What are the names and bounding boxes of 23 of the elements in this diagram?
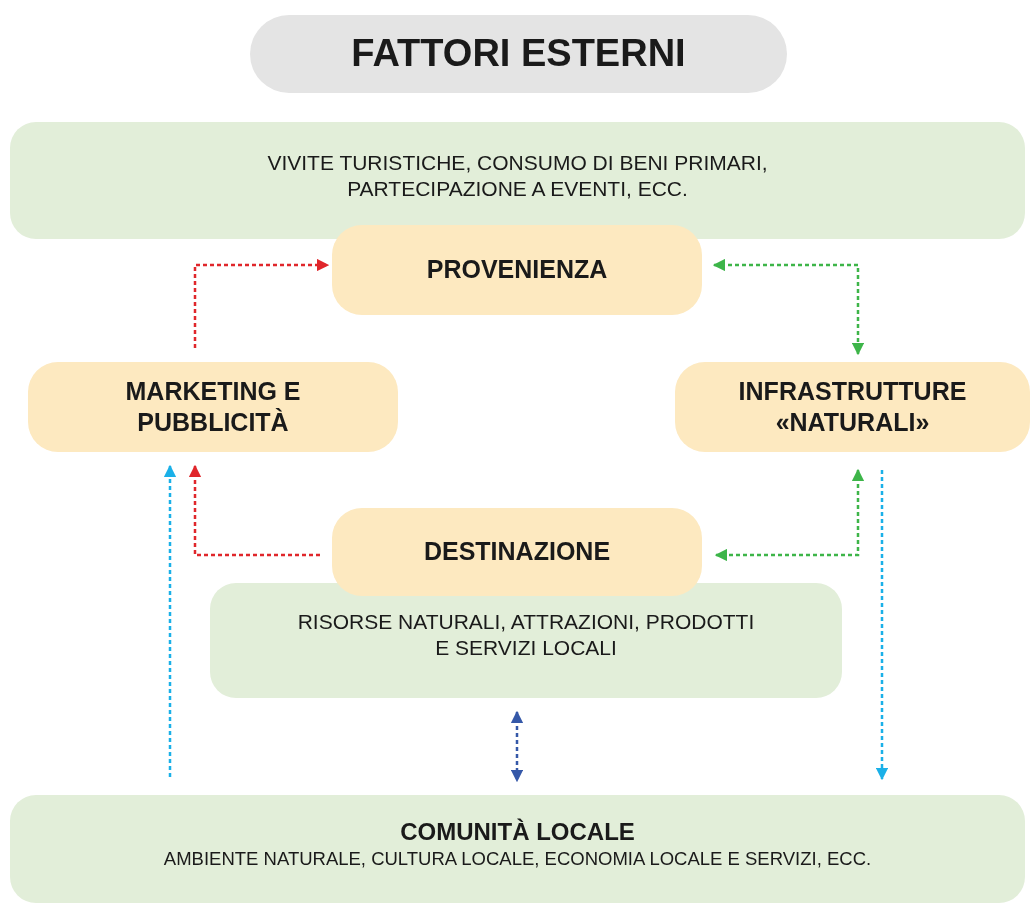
arrow [714, 468, 865, 562]
node-text: MARKETING E PUBBLICITÀ [124, 375, 302, 438]
arrow [163, 464, 177, 777]
info-panel [10, 795, 1025, 903]
arrow [712, 258, 865, 356]
concept-box [332, 508, 702, 596]
node-text: PROVENIENZA [426, 254, 608, 286]
concept-box [675, 362, 1030, 452]
info-panel [10, 122, 1025, 239]
info-panel [210, 583, 842, 698]
body-text: AMBIENTE NATURALE, CULTURA LOCALE, ECONOMIA LOCALE E SERVIZI, ECC. [163, 847, 872, 871]
arrow [875, 470, 889, 781]
heading-text: COMUNITÀ LOCALE [400, 817, 635, 847]
node-text: INFRASTRUTTURE «NATURALI» [737, 375, 968, 438]
concept-box [332, 225, 702, 315]
node-text: DESTINAZIONE [423, 536, 611, 568]
arrow [188, 464, 320, 557]
node-text: FATTORI ESTERNI [351, 31, 686, 77]
node-text: RISORSE NATURALI, ATTRAZIONI, PRODOTTI E SERVIZI LOCALI [296, 609, 756, 662]
node-text: VIVITE TURISTICHE, CONSUMO DI BENI PRIMARI, PARTECIPAZIONE A EVENTI, ECC. [266, 150, 769, 203]
arrow [510, 710, 524, 783]
concept-box [28, 362, 398, 452]
arrow [193, 258, 330, 348]
